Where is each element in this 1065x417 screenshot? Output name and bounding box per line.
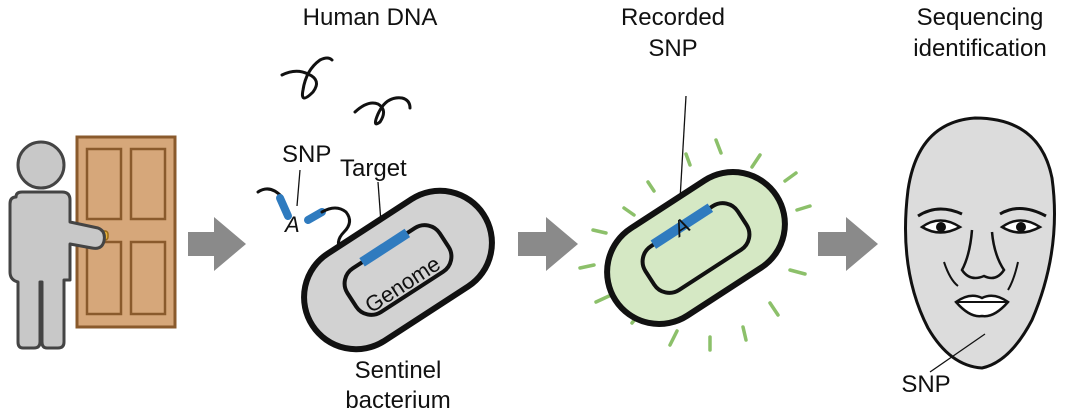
sentinel-label-line2: bacterium xyxy=(345,387,450,414)
sequencing-label-line1: Sequencing xyxy=(917,4,1044,31)
dna-strand-icon xyxy=(353,96,412,126)
base-a-label: A xyxy=(283,212,300,237)
sentinel-label-line1: Sentinel xyxy=(355,357,442,384)
person-icon xyxy=(8,140,106,350)
bacterium-icon: Genome xyxy=(301,187,495,353)
recorded-target-segment xyxy=(650,203,714,249)
dna-target-segment xyxy=(276,194,292,220)
snp-pointer xyxy=(296,169,301,207)
human-dna-label: Human DNA xyxy=(303,4,438,31)
dna-target-segment xyxy=(304,208,326,224)
arrow-icon xyxy=(518,217,578,271)
dna-strand-icon xyxy=(280,56,334,100)
face-icon xyxy=(904,116,1056,370)
face-snp-pointer xyxy=(929,333,986,373)
arrow-icon xyxy=(818,217,878,271)
recorded-bacterium-icon: A xyxy=(604,169,788,327)
target-label: Target xyxy=(340,155,407,182)
sequencing-label-line2: identification xyxy=(913,35,1046,62)
face-snp-label: SNP xyxy=(901,371,950,398)
recorded-label-line1: Recorded xyxy=(621,4,725,31)
snp-label: SNP xyxy=(282,141,331,168)
dna-fragment-tail xyxy=(320,206,351,254)
arrow-icon xyxy=(188,217,246,271)
recorded-label-line2: SNP xyxy=(648,35,697,62)
genome-target-segment xyxy=(359,228,411,267)
